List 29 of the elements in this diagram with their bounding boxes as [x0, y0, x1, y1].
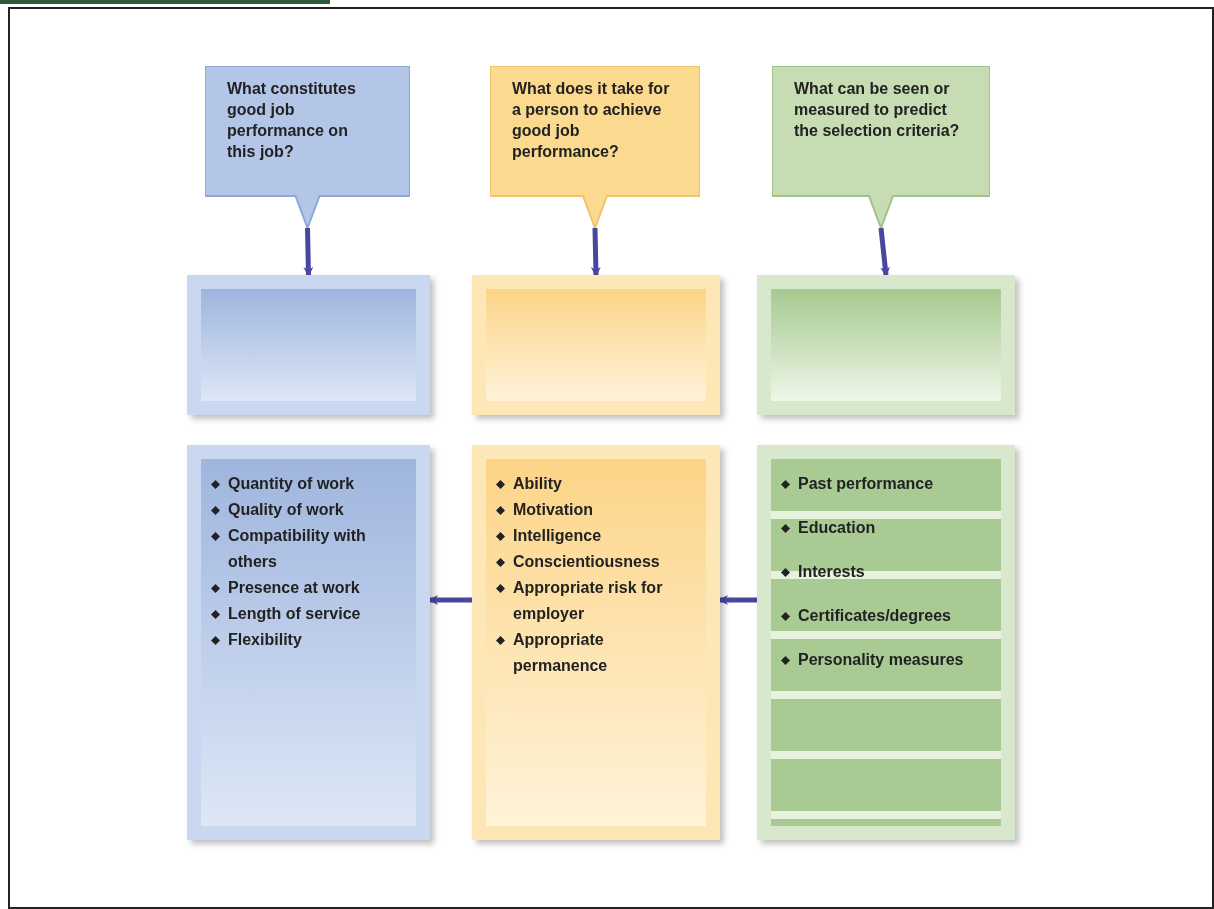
empty-box: [757, 275, 1015, 415]
list-item: Quality of work: [228, 500, 344, 520]
list-item: Education: [798, 518, 876, 538]
list-item: Interests: [798, 562, 865, 582]
list-item: Conscientiousness: [513, 552, 660, 572]
list-item: Ability: [513, 474, 562, 494]
list-item: Personality measures: [798, 650, 964, 670]
question-text: What does it take for a person to achieve good job performance?: [512, 79, 670, 162]
arrow: [303, 227, 314, 277]
list-box: [187, 445, 430, 840]
arrow: [590, 227, 601, 277]
list-item: Quantity of work: [228, 474, 355, 494]
list-item: Presence at work: [228, 578, 360, 598]
empty-box: [187, 275, 430, 415]
list-item: Past performance: [798, 474, 934, 494]
arrow: [878, 227, 891, 277]
list-box: [757, 445, 1015, 840]
list-item: Appropriate risk for employer: [513, 578, 664, 624]
list-item: Length of service: [228, 604, 361, 624]
list-box: [472, 445, 720, 840]
list-item: Intelligence: [513, 526, 602, 546]
list-item: Compatibility with others: [228, 526, 367, 572]
list-item: Appropriate permanence: [513, 630, 609, 676]
empty-box: [472, 275, 720, 415]
list-item: Motivation: [513, 500, 593, 520]
question-text: What can be seen or measured to predict the selection criteria?: [794, 79, 960, 141]
question-text: What constitutes good job performance on this job?: [227, 79, 357, 162]
list-item: Certificates/degrees: [798, 606, 951, 626]
list-item: Flexibility: [228, 630, 302, 650]
